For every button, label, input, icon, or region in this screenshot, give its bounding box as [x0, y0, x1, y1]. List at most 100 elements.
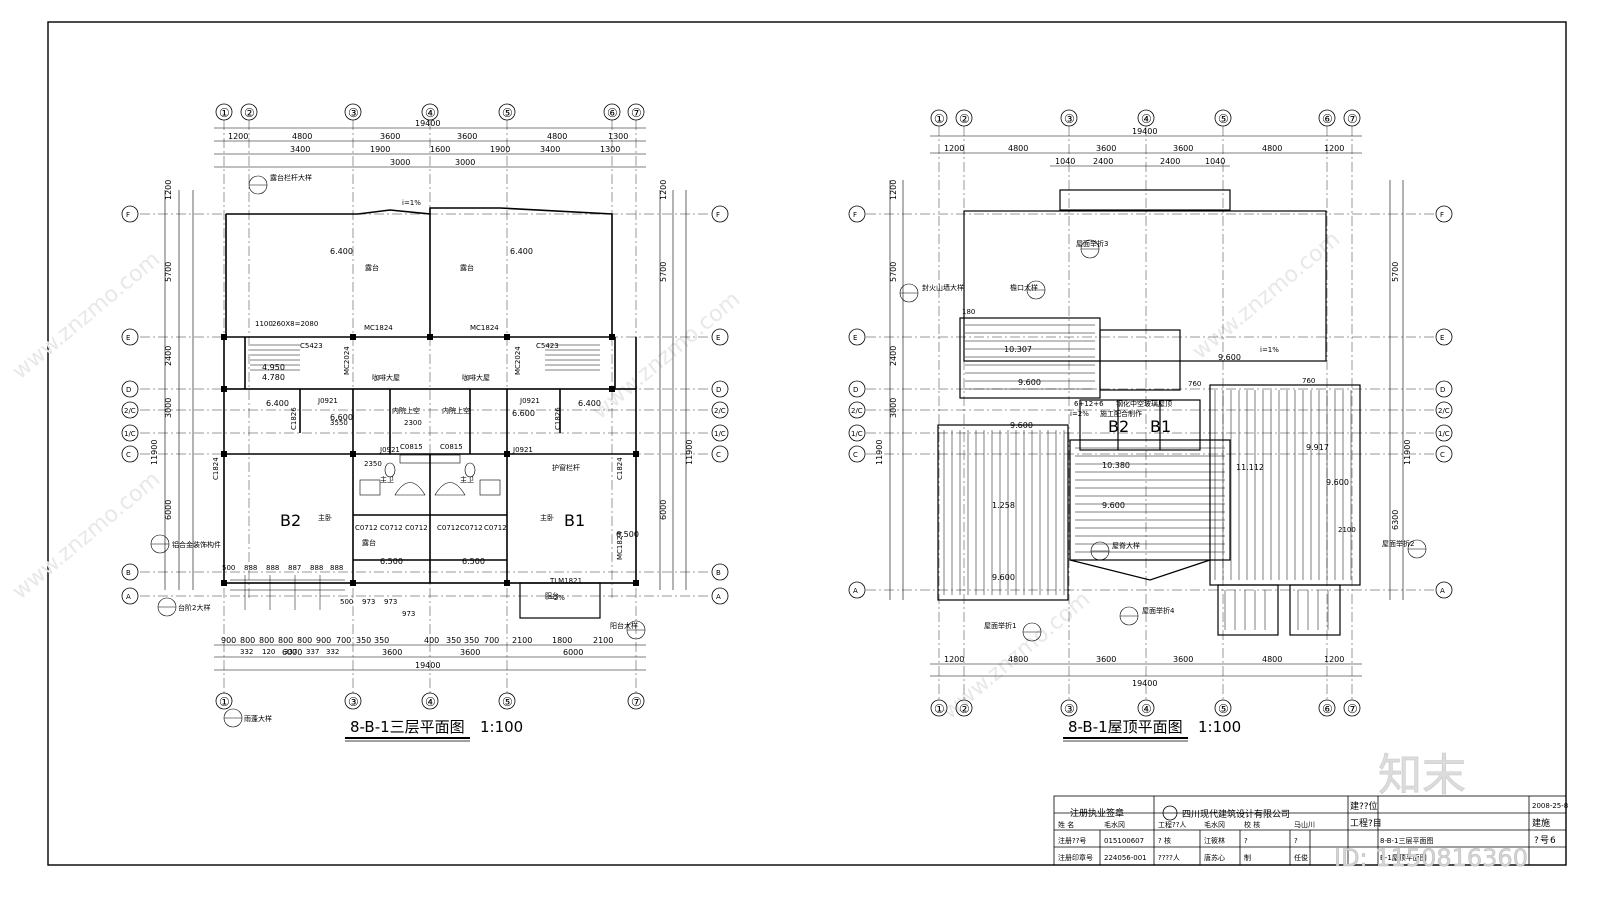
right-td1-0: 1200 [944, 144, 964, 153]
left-label-2: 铝合金装饰构件 [172, 540, 221, 549]
left-label-25: 337 [284, 648, 297, 656]
right-label-4: 屋面举折2 [1382, 539, 1414, 548]
right-bd-1: 4800 [1008, 655, 1028, 664]
left-rd-0: 1200 [164, 180, 173, 200]
right-rd-2: 2400 [889, 346, 898, 366]
left-room-master-1: 主卧 [318, 513, 332, 522]
right-label-15: 2100 [1338, 526, 1356, 534]
left-door-21: TLM1821 [549, 577, 582, 585]
left-rd-8: 11900 [685, 440, 694, 465]
left-axis-7: ⑦ [631, 106, 642, 120]
title-block [1053, 795, 1567, 866]
left-axis-6: ⑥ [607, 106, 618, 120]
left-unit-b2: B2 [280, 511, 301, 530]
tb-row2-label: 注册印章号 [1058, 853, 1093, 862]
left-row-D: D [126, 386, 131, 394]
right-label-8: 施工配合制作 [1100, 409, 1142, 418]
left-overall-top: 19400 [415, 119, 440, 128]
left-axis-5: ⑤ [502, 106, 513, 120]
left-axis-bottom-7: ⑦ [631, 695, 642, 709]
left-label-6: i=1% [402, 199, 421, 207]
tb-row2-sign: 唐苏心 [1204, 853, 1225, 862]
left-label-24: 332 [240, 648, 253, 656]
right-plan-title: 8-B-1屋顶平面图 [1068, 718, 1183, 736]
right-label-5: 屋面举折4 [1142, 606, 1175, 615]
right-axis-bottom-2: ② [959, 702, 970, 716]
right-row-1C-r: 1/C [1438, 430, 1450, 438]
left-label-23: 120 [262, 648, 275, 656]
right-rd-5: 5700 [1391, 262, 1400, 282]
right-row-C-r: C [1440, 451, 1445, 459]
right-td2-0: 1040 [1055, 157, 1075, 166]
left-axis-1: ① [219, 106, 230, 120]
left-level-3: 6.600 [330, 413, 353, 422]
left-door-19: C1824 [616, 457, 624, 480]
watermark-id: ID: 1150816360 [1334, 844, 1528, 872]
left-label-21: 973 [384, 598, 397, 606]
left-axis-bottom-3: ③ [348, 695, 359, 709]
tb-row0-role: 工程??人 [1158, 820, 1186, 829]
left-door-20: MC1824 [616, 531, 624, 560]
left-row-E: E [126, 334, 130, 342]
right-rd-6: 11900 [1403, 440, 1412, 465]
left-row-bubbles [121, 205, 729, 605]
left-bd1-9: 400 [424, 636, 439, 645]
right-level-3: 9.600 [1010, 421, 1033, 430]
tb-row0-label: 姓 名 [1058, 820, 1074, 829]
left-door-16: C1826 [290, 407, 298, 430]
left-row-C-r: C [716, 451, 721, 459]
left-unit-b1: B1 [564, 511, 585, 530]
left-row-F-r: F [716, 211, 720, 219]
left-room-balcony: 阳台 [545, 591, 559, 600]
tb-sheet-label: 号 [1540, 835, 1549, 846]
right-label-9: 6+12+6 [1074, 400, 1104, 408]
left-room-cafe-2: 咖啡大屋 [462, 373, 490, 382]
tb-row1-sign: 江筱林 [1204, 836, 1225, 845]
left-room-court-1: 内院上空 [392, 406, 420, 415]
left-door-6: C0712 [355, 524, 378, 532]
watermark-site-4: www.znzmo.com [1188, 227, 1345, 365]
left-td2-4: 3400 [540, 145, 560, 154]
left-bd1-0: 900 [221, 636, 236, 645]
left-bd1-2: 800 [259, 636, 274, 645]
right-level-10: 1.258 [992, 501, 1015, 510]
left-bd1-15: 2100 [593, 636, 613, 645]
right-level-6: 11.112 [1236, 463, 1264, 472]
right-td1-2: 3600 [1096, 144, 1116, 153]
right-grid-axes [866, 126, 1436, 700]
right-axis-3: ③ [1064, 112, 1075, 126]
watermark-site-1: www.znzmo.com [8, 247, 165, 385]
left-door-22: C5423 [300, 342, 323, 350]
right-axis-bottom-7: ⑦ [1347, 702, 1358, 716]
left-bd1-5: 900 [316, 636, 331, 645]
right-axis-bottom-6: ⑥ [1322, 702, 1333, 716]
left-axis-bottom-4: ④ [425, 695, 436, 709]
tb-date: 2008-25-8 [1532, 802, 1568, 810]
left-td1-1: 4800 [292, 132, 312, 141]
right-label-2: 屋面举折3 [1076, 239, 1108, 248]
tb-building-label: 建??位 [1350, 800, 1378, 812]
right-overall-top: 19400 [1132, 127, 1157, 136]
left-label-16: 887 [288, 564, 301, 572]
left-bd2-0: 6000 [282, 648, 302, 657]
left-label-18: 888 [330, 564, 343, 572]
left-label-26: 337 [306, 648, 319, 656]
right-row-F: F [853, 211, 857, 219]
watermark-logo-text: 知末 [1378, 750, 1466, 801]
left-row-E-r: E [716, 334, 720, 342]
left-rd-4: 11900 [150, 440, 159, 465]
left-label-17: 888 [310, 564, 323, 572]
right-row-D: D [853, 386, 858, 394]
tb-row1-value: 015100607 [1104, 837, 1144, 845]
left-rd-6: 1200 [659, 180, 668, 200]
left-door-17: C1826 [554, 407, 562, 430]
left-row-A-r: A [716, 593, 721, 601]
right-row-bubbles [848, 205, 1453, 599]
right-label-12: 760 [1188, 380, 1201, 388]
right-unit-b2: B2 [1108, 417, 1129, 436]
left-axis-4: ④ [425, 106, 436, 120]
right-row-A: A [853, 587, 858, 595]
left-rd-3: 3000 [164, 398, 173, 418]
left-td3-1: 3000 [455, 158, 475, 167]
tb-project-label: 工程?目 [1350, 818, 1382, 829]
